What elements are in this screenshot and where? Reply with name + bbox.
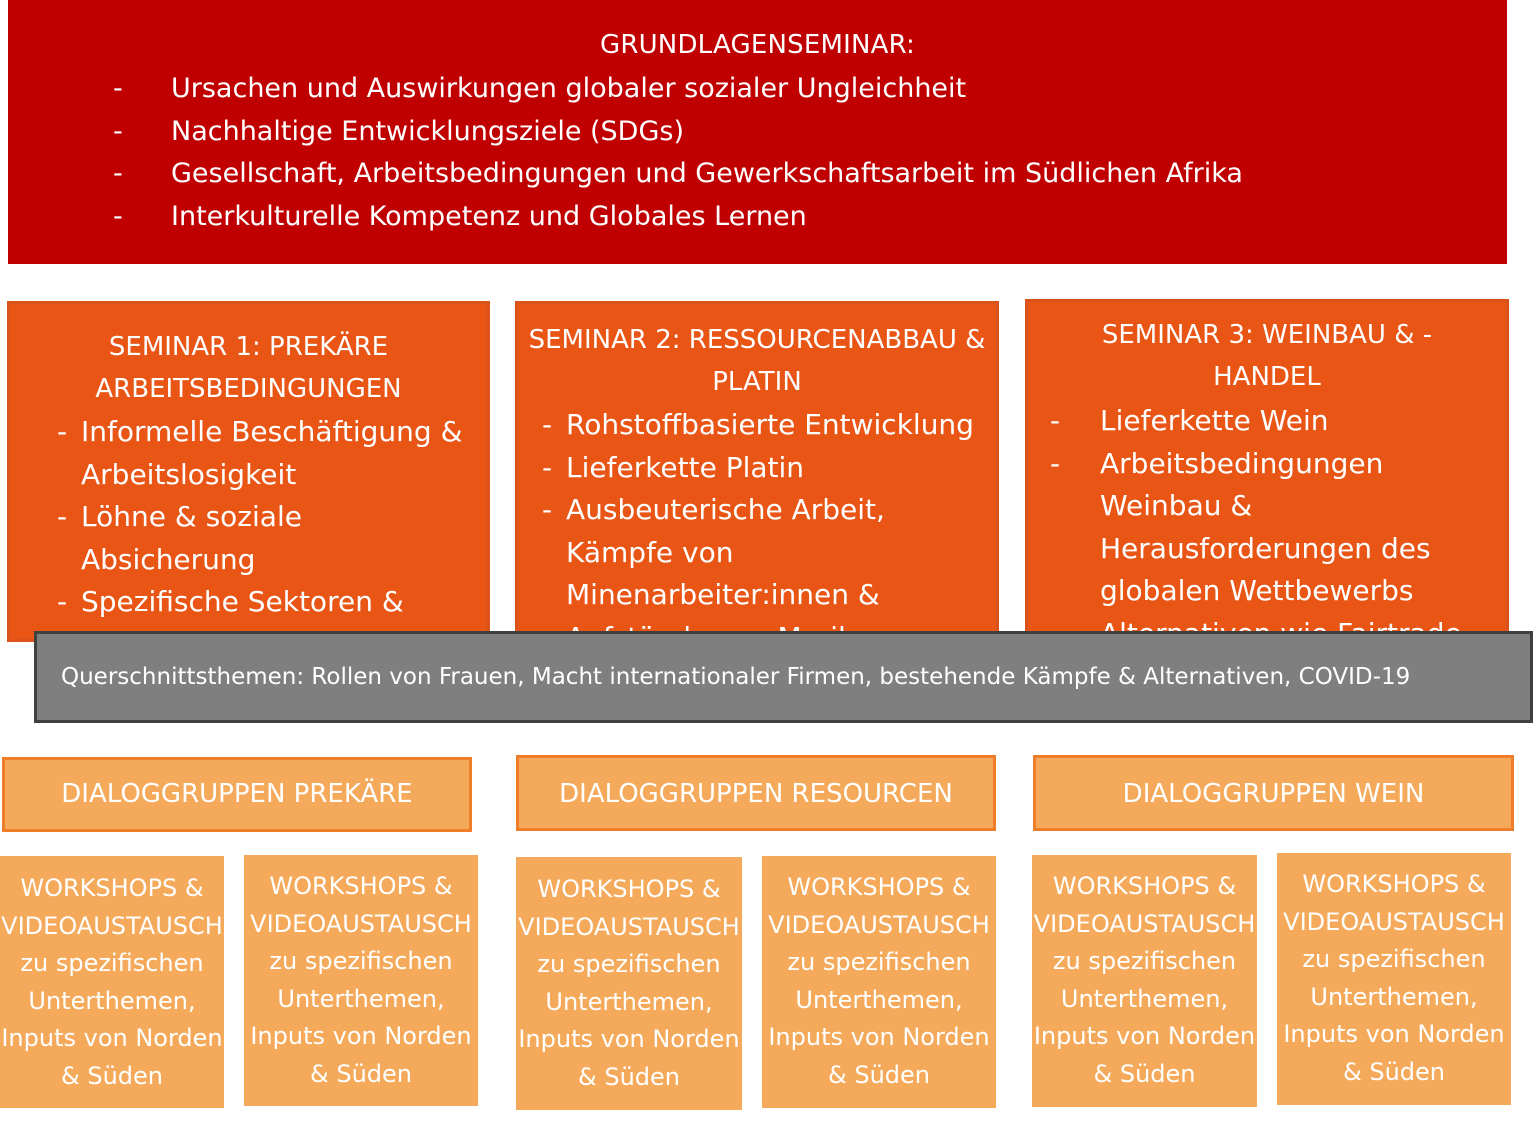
seminar-3-box: SEMINAR 3: WEINBAU & - HANDEL -Lieferket… xyxy=(1025,299,1509,650)
workshop-box-4: WORKSHOPS & VIDEOAUSTAUSCH zu spezifisch… xyxy=(762,856,996,1108)
querschnittsthemen-text: : Rollen von Frauen, Macht international… xyxy=(296,664,1411,690)
grundlagenseminar-list: -Ursachen und Auswirkungen globaler sozi… xyxy=(108,68,1243,238)
workshop-box-2: WORKSHOPS & VIDEOAUSTAUSCH zu spezifisch… xyxy=(244,855,478,1106)
workshop-box-6: WORKSHOPS & VIDEOAUSTAUSCH zu spezifisch… xyxy=(1277,853,1511,1105)
list-item: -Gesellschaft, Arbeitsbedingungen und Ge… xyxy=(113,158,1243,189)
seminar-1-list: -Informelle Beschäftigung & Arbeitslosig… xyxy=(57,411,477,666)
workshop-box-5: WORKSHOPS & VIDEOAUSTAUSCH zu spezifisch… xyxy=(1032,855,1257,1107)
grundlagenseminar-box: GRUNDLAGENSEMINAR: -Ursachen und Auswirk… xyxy=(8,0,1507,264)
querschnittsthemen-label: Querschnittsthemen xyxy=(61,664,297,690)
list-item: -Interkulturelle Kompetenz und Globales … xyxy=(113,200,807,232)
dialoggruppen-resourcen-box: DIALOGGRUPPEN RESOURCEN xyxy=(516,755,996,831)
list-item: -Lieferkette Wein xyxy=(1050,404,1329,437)
dialoggruppen-wein-box: DIALOGGRUPPEN WEIN xyxy=(1033,755,1514,831)
workshop-box-3: WORKSHOPS & VIDEOAUSTAUSCH zu spezifisch… xyxy=(516,857,742,1110)
seminar-2-box: SEMINAR 2: RESSOURCENABBAU & PLATIN -Roh… xyxy=(515,301,999,654)
list-item: -Arbeitsbedingungen Weinbau & Herausford… xyxy=(1050,446,1431,608)
seminar-3-title: SEMINAR 3: WEINBAU & - HANDEL xyxy=(1101,320,1433,392)
seminar-3-list: -Lieferkette Wein -Arbeitsbedingungen We… xyxy=(1050,400,1490,655)
seminar-2-title: SEMINAR 2: RESSOURCENABBAU & PLATIN xyxy=(528,325,986,397)
grundlagenseminar-title: GRUNDLAGENSEMINAR: xyxy=(599,30,916,60)
querschnittsthemen-band: Querschnittsthemen: Rollen von Frauen, M… xyxy=(34,631,1533,723)
seminar-1-box: SEMINAR 1: PREKÄRE ARBEITSBEDINGUNGEN -I… xyxy=(7,301,490,661)
list-item: -Löhne & soziale Absicherung xyxy=(57,500,302,576)
list-item: -Nachhaltige Entwicklungsziele (SDGs) xyxy=(113,115,684,147)
seminar-2-list: -Rohstoffbasierte Entwicklung -Lieferket… xyxy=(542,404,982,659)
list-item: -Rohstoffbasierte Entwicklung xyxy=(542,408,974,441)
list-item: -Informelle Beschäftigung & Arbeitslosig… xyxy=(57,415,463,491)
dialoggruppen-prekaere-box: DIALOGGRUPPEN PREKÄRE xyxy=(2,757,472,832)
list-item: -Ursachen und Auswirkungen globaler sozi… xyxy=(113,73,967,104)
workshop-box-1: WORKSHOPS & VIDEOAUSTAUSCH zu spezifisch… xyxy=(0,856,224,1108)
seminar-1-title: SEMINAR 1: PREKÄRE ARBEITSBEDINGUNGEN xyxy=(95,332,402,404)
list-item: -Lieferkette Platin xyxy=(542,450,805,484)
